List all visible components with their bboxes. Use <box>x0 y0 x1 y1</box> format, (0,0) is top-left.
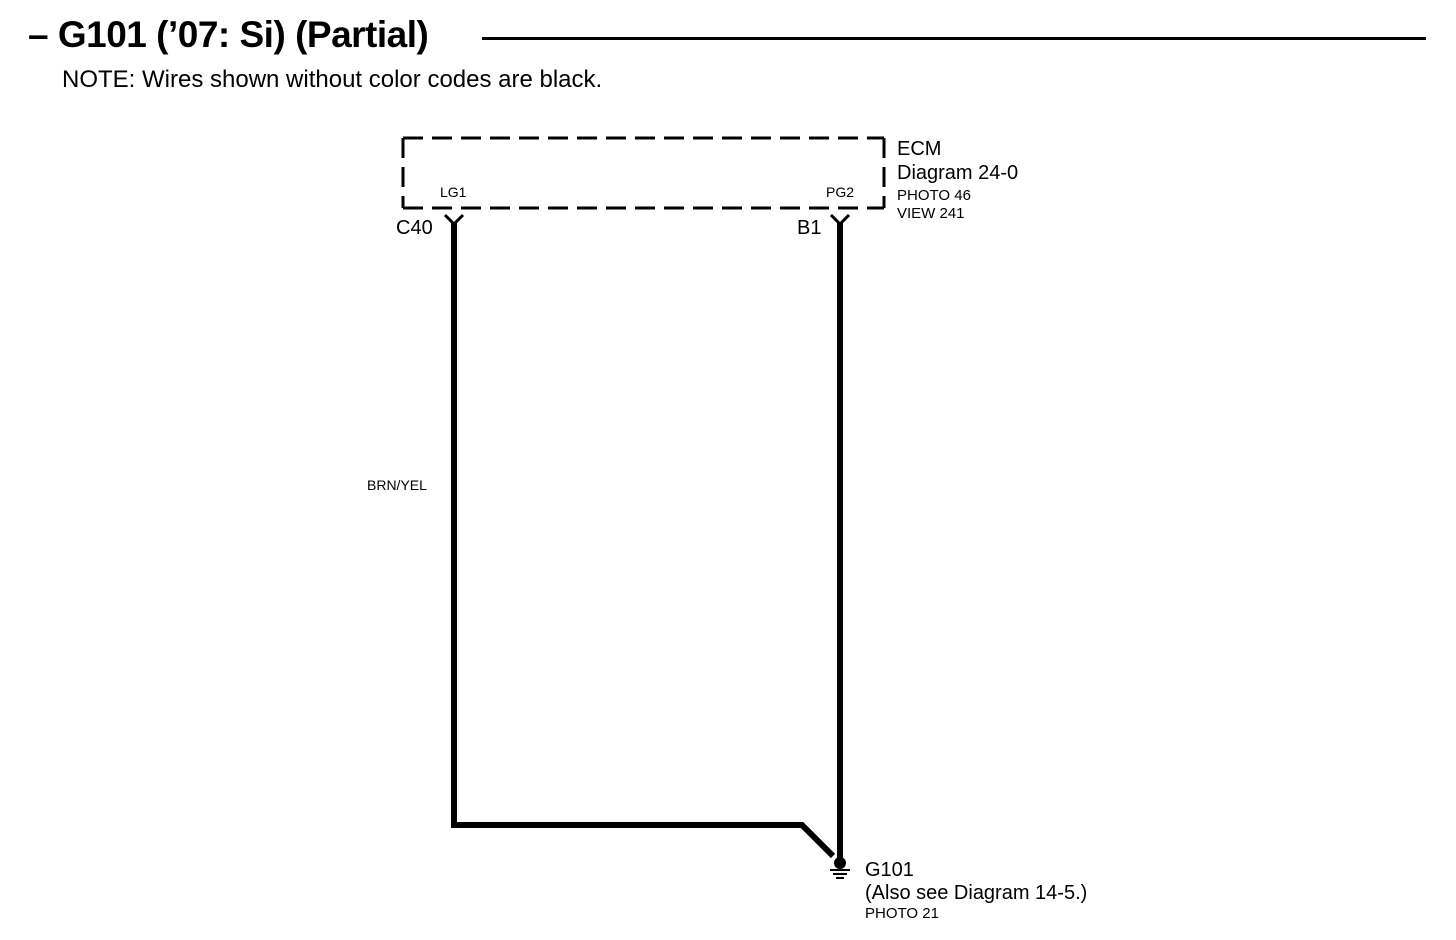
connector-c40-label: C40 <box>396 217 433 239</box>
connector-b1-label: B1 <box>797 217 821 239</box>
ecm-label: ECM <box>897 138 941 160</box>
wire-brn-yel <box>451 222 836 859</box>
ecm-photo-ref: PHOTO 46 <box>897 187 971 204</box>
terminal-lg1-label: LG1 <box>440 184 467 200</box>
wire-color-note: NOTE: Wires shown without color codes ar… <box>62 66 603 93</box>
terminal-pg2-label: PG2 <box>826 184 854 200</box>
title-rule <box>482 37 1426 40</box>
ground-label: G101 <box>865 859 914 881</box>
page-title: – G101 (’07: Si) (Partial) <box>28 14 429 55</box>
ecm-diagram-ref: Diagram 24-0 <box>897 162 1018 184</box>
wire-brn-yel-label: BRN/YEL <box>367 477 427 493</box>
ecm-box <box>401 136 886 210</box>
ground-icon <box>830 857 850 879</box>
ground-diagram-ref: (Also see Diagram 14-5.) <box>865 882 1087 904</box>
ecm-view-ref: VIEW 241 <box>897 205 965 222</box>
ground-photo-ref: PHOTO 21 <box>865 905 939 922</box>
